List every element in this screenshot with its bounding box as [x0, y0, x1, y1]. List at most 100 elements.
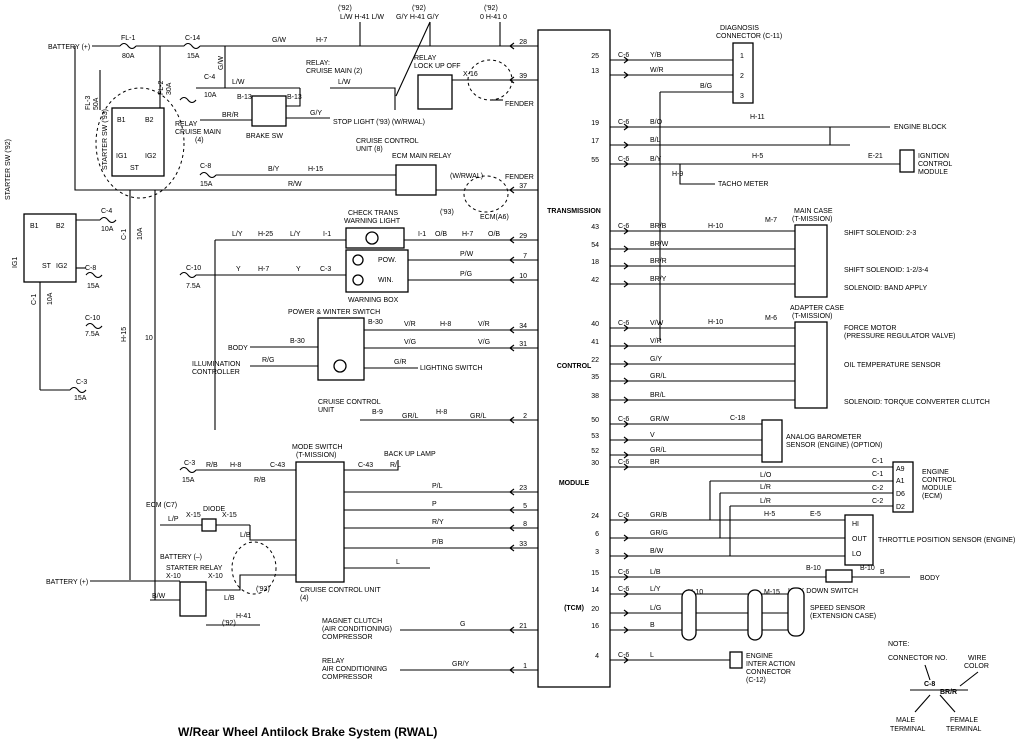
tcm-right-connector-mark [623, 436, 629, 444]
tcm-right-wire-color: G/Y [650, 356, 662, 363]
note-wire-sample: BR/R [940, 689, 957, 696]
c1-label-92: C-1 [31, 294, 38, 305]
wire-g: G [460, 621, 465, 628]
tcm-left-pin-1: 1 [523, 663, 527, 670]
tcm-left-pin-28: 28 [519, 39, 527, 46]
ignition-control-module [899, 149, 915, 173]
cruise-unit-8-label-b: UNIT (8) [356, 146, 383, 153]
tcm-right-conn: C-6 [618, 512, 629, 519]
yr92-label-a: ('92) [338, 5, 352, 12]
tcm-right-conn: C-6 [618, 156, 629, 163]
m6-label: M-6 [765, 315, 777, 322]
tcm-left-pin-23: 23 [519, 485, 527, 492]
tcm-right-conn: C-6 [618, 223, 629, 230]
relay-cruise-main2-label: RELAY: [306, 60, 330, 67]
tcm-word-tcm: (TCM) [564, 605, 584, 612]
wire-ry: R/Y [432, 519, 444, 526]
wire-lo: L/O [760, 472, 772, 479]
relay-lockup-label-b: LOCK UP OFF [414, 63, 461, 70]
h10-label-2: H-10 [708, 319, 723, 326]
ignition-label-b: CONTROL [918, 161, 952, 168]
fender-label-2: FENDER [505, 174, 534, 181]
starter-relay-label: STARTER RELAY [166, 565, 223, 572]
tcm-right-conn: C-6 [618, 416, 629, 423]
tcm-right-conn: C-6 [618, 459, 629, 466]
wire-vg-2: V/G [478, 339, 490, 346]
tcm-right-connector-mark [623, 609, 629, 617]
speed-sensor-label-b: (EXTENSION CASE) [810, 613, 876, 620]
wire-ly: L/Y [232, 231, 243, 238]
wire-gry: GR/Y [452, 661, 469, 668]
fender-label: FENDER [505, 101, 534, 108]
pin-10-v: 10 [145, 335, 153, 342]
wire-pl: P/L [432, 483, 443, 490]
female-term-label-b: TERMINAL [946, 726, 982, 733]
tcm-word-transmission: TRANSMISSION [547, 208, 601, 215]
tcm-word-control: CONTROL [557, 363, 592, 370]
force-motor-label: FORCE MOTOR [844, 325, 896, 332]
band-apply-label: SOLENOID: BAND APPLY [844, 285, 927, 292]
wire-lb-2: L/B [224, 595, 235, 602]
tcm-right-pin-54: 54 [591, 242, 599, 249]
h10-label: H-10 [708, 223, 723, 230]
tcm-right-pin-41: 41 [591, 339, 599, 346]
wire-grl: GR/L [402, 413, 418, 420]
speed-sensor-label: SPEED SENSOR [810, 605, 865, 612]
male-term-label: MALE [896, 717, 915, 724]
wire-lw: L/W [232, 79, 245, 86]
b2-label-92: B2 [56, 223, 65, 230]
ecm-label-b: CONTROL [922, 477, 956, 484]
tcm-right-connector-mark [623, 516, 629, 524]
tcm-box [537, 29, 611, 688]
tcm-right-connector-mark [623, 280, 629, 288]
tcm-right-wire-color: BR/R [650, 258, 667, 265]
body-r-label: BODY [920, 575, 940, 582]
speed-sensor [787, 587, 805, 637]
wire-vg: V/G [404, 339, 416, 346]
yr93-label-h41: ('93) [256, 586, 270, 593]
brake-sw-label: BRAKE SW [246, 133, 283, 140]
ig2-label: IG2 [145, 153, 156, 160]
tcm-right-pin-4: 4 [595, 653, 599, 660]
c8-label-92: C-8 [85, 265, 96, 272]
baro-label-b: SENSOR (ENGINE) (OPTION) [786, 442, 882, 449]
c8-amp: 15A [200, 181, 213, 188]
relay-lockup [417, 74, 453, 110]
wire-rw: R/W [288, 181, 302, 188]
tcm-right-connector-mark [623, 451, 629, 459]
tacho-label: TACHO METER [718, 181, 768, 188]
tcm-right-wire-color: BR [650, 459, 660, 466]
ecm-label-c: MODULE [922, 485, 952, 492]
tcm-right-wire-color: GR/L [650, 373, 666, 380]
wire-brr: BR/R [222, 112, 239, 119]
e5-label: E-5 [810, 511, 821, 518]
diode-label: DIODE [203, 506, 226, 513]
cruise-unit-4-label-b: (4) [300, 595, 309, 602]
baro-sensor [761, 419, 783, 463]
w-rwal-label: (W/RWAL) [450, 173, 483, 180]
tcm-right-wire-color: L/B [650, 569, 661, 576]
tcm-right-wire-color: BR/Y [650, 276, 667, 283]
tcc-label: SOLENOID: TORQUE CONVERTER CLUTCH [844, 399, 990, 406]
tcm-right-wire-color: B/Y [650, 156, 662, 163]
mode-switch [295, 461, 345, 583]
shift-1234-label: SHIFT SOLENOID: 1-2/3-4 [844, 267, 928, 274]
warning-section: CHECK TRANS WARNING LIGHT L/Y H-25 L/Y I… [179, 210, 538, 430]
mode-switch-tmission: (T-MISSION) [296, 452, 336, 459]
tcm-right-pin-40: 40 [591, 321, 599, 328]
ecm-main-relay [395, 164, 437, 196]
fl1-label: FL-1 [121, 35, 136, 42]
ecm-pin-a9: A9 [896, 466, 905, 473]
wire-gw: G/W [272, 37, 286, 44]
tcm-right-connector-mark [623, 573, 629, 581]
ecm-label-d: (ECM) [922, 493, 942, 500]
tcm-right-connector-mark [623, 56, 629, 64]
b10-label: B-10 [806, 565, 821, 572]
c43-label-r: C-43 [358, 462, 373, 469]
wire-lb: L/B [240, 532, 251, 539]
b30-label-l: B-30 [290, 338, 305, 345]
relay-cruise-main-label-2: CRUISE MAIN [175, 129, 221, 136]
tcm-right-connector-mark [623, 227, 629, 235]
